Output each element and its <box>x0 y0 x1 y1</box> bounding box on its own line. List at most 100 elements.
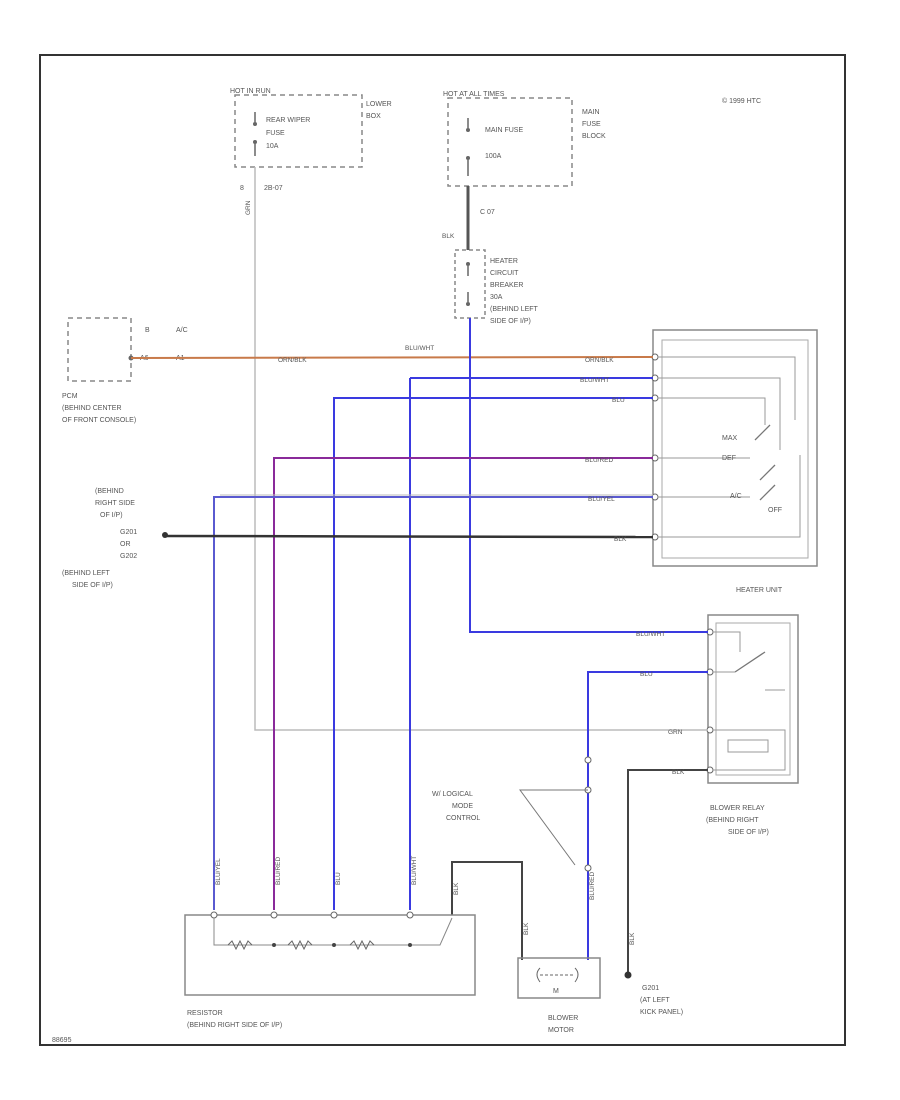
label-grn-top: GRN <box>245 200 252 215</box>
main-fuse-block-2: FUSE <box>582 121 601 128</box>
label-blk-2: BLK <box>672 769 685 776</box>
label-v-blu-red: BLU/RED <box>275 857 282 885</box>
label-blu-1: BLU <box>612 397 625 404</box>
heater-pos-max: MAX <box>722 435 738 442</box>
g201-ground-dot <box>624 971 632 979</box>
heater-unit-label: HEATER UNIT <box>736 587 783 594</box>
ground-line-3: OF I/P) <box>100 512 123 519</box>
label-v-blu-wht: BLU/WHT <box>411 856 418 885</box>
pcm-pin-b: B <box>145 327 150 334</box>
breaker-line-3: BREAKER <box>490 282 523 289</box>
mode-control: W/ LOGICAL MODE CONTROL <box>432 756 592 872</box>
blower-relay: BLOWER RELAY (BEHIND RIGHT SIDE OF I/P) <box>706 614 799 836</box>
rear-fuse-line-2: FUSE <box>266 130 285 137</box>
label-v-blk: BLK <box>453 882 460 895</box>
g201-line-3: KICK PANEL) <box>640 1009 683 1016</box>
main-fuse-conn: C 07 <box>480 209 495 216</box>
resistor: RESISTOR (BEHIND RIGHT SIDE OF I/P) <box>184 911 476 1029</box>
relay-line-3: SIDE OF I/P) <box>728 829 769 836</box>
label-grn: GRN <box>668 729 683 736</box>
figure-code: 88695 <box>52 1037 72 1044</box>
motor-line-2: MOTOR <box>548 1027 574 1034</box>
ground-line-7: (BEHIND LEFT <box>62 570 111 577</box>
main-fuse-line-2: 100A <box>485 153 502 160</box>
corner-note: © 1999 HTC <box>722 97 761 105</box>
heater-circuit-breaker: HEATER CIRCUIT BREAKER 30A (BEHIND LEFT … <box>454 249 539 325</box>
rear-fuse-pin: 8 <box>240 185 244 192</box>
label-v-blu: BLU <box>335 872 342 885</box>
rear-fuse-block-2: BOX <box>366 113 381 120</box>
mode-line-1: W/ LOGICAL <box>432 791 473 798</box>
wire-blu-red <box>273 457 653 910</box>
motor-symbol: M <box>553 988 559 995</box>
wire-blk-2 <box>627 769 708 975</box>
mode-line-2: MODE <box>452 803 473 810</box>
rear-fuse-conn: 2B-07 <box>264 185 283 192</box>
label-orn-blk-2: ORN/BLK <box>585 357 614 364</box>
heater-pos-def: DEF <box>722 455 736 462</box>
main-fuse-block-1: MAIN <box>582 109 600 116</box>
breaker-line-4: 30A <box>490 294 503 301</box>
wire-grn-rear <box>254 167 708 731</box>
rear-fuse-header: HOT IN RUN <box>230 88 271 95</box>
main-fuse: HOT AT ALL TIMES MAIN FUSE 100A MAIN FUS… <box>443 91 606 216</box>
label-blu-wht-2: BLU/WHT <box>580 377 609 384</box>
pcm-line-3: OF FRONT CONSOLE) <box>62 417 136 424</box>
heater-pos-off: OFF <box>768 507 782 514</box>
label-blu-wht: BLU/WHT <box>405 345 434 352</box>
wire-blu-yel <box>213 496 653 910</box>
main-fuse-header: HOT AT ALL TIMES <box>443 91 505 98</box>
g201-line-2: (AT LEFT <box>640 997 670 1004</box>
main-fuse-line-1: MAIN FUSE <box>485 127 523 134</box>
ground-left: (BEHIND RIGHT SIDE OF I/P) G201 OR G202 … <box>62 488 168 589</box>
pcm: B A/C A6 A1 PCM (BEHIND CENTER OF FRONT … <box>62 317 188 424</box>
motor-line-1: BLOWER <box>548 1015 578 1022</box>
label-orn-blk: ORN/BLK <box>278 357 307 364</box>
resistor-line-2: (BEHIND RIGHT SIDE OF I/P) <box>187 1022 282 1029</box>
label-v-blk-4: BLK <box>629 932 636 945</box>
g201-line-1: G201 <box>642 985 659 992</box>
label-v-blk-3: BLK <box>523 922 530 935</box>
rear-fuse-line-1: REAR WIPER <box>266 117 310 124</box>
pcm-line-1: PCM <box>62 393 78 400</box>
breaker-line-2: CIRCUIT <box>490 270 519 277</box>
ground-line-1: (BEHIND <box>95 488 124 495</box>
wire-blk-ground <box>164 534 654 539</box>
mode-line-3: CONTROL <box>446 815 480 822</box>
resistor-line-1: RESISTOR <box>187 1010 223 1017</box>
pcm-line-2: (BEHIND CENTER <box>62 405 122 412</box>
label-v-blu-red-2: BLU/RED <box>589 872 596 900</box>
wire-blu-1 <box>333 397 653 910</box>
ground-line-2: RIGHT SIDE <box>95 500 135 507</box>
wire-blk-3 <box>451 861 523 960</box>
relay-line-1: BLOWER RELAY <box>710 805 765 812</box>
pcm-pin-ac: A/C <box>176 327 188 334</box>
label-v-blu-yel: BLU/YEL <box>215 858 222 885</box>
wire-blu-wht-main <box>469 318 708 633</box>
label-blu-yel: BLU/YEL <box>588 496 615 503</box>
ground-line-6: G202 <box>120 553 137 560</box>
label-blu-2: BLU <box>640 671 653 678</box>
main-fuse-block-3: BLOCK <box>582 133 606 140</box>
label-blk-top: BLK <box>442 233 455 240</box>
relay-line-2: (BEHIND RIGHT <box>706 817 759 824</box>
breaker-line-6: SIDE OF I/P) <box>490 318 531 325</box>
ground-line-4: G201 <box>120 529 137 536</box>
blower-motor: M BLOWER MOTOR <box>517 957 601 1034</box>
heater-unit: MAX DEF A/C OFF HEATER UNIT <box>651 329 818 594</box>
label-blu-red: BLU/RED <box>585 457 613 464</box>
rear-fuse-block-1: LOWER <box>366 101 392 108</box>
rear-wiper-fuse: HOT IN RUN REAR WIPER FUSE 10A LOWER BOX… <box>230 88 392 192</box>
g201-label: G201 (AT LEFT KICK PANEL) <box>640 985 683 1016</box>
label-blu-wht-3: BLU/WHT <box>636 631 665 638</box>
ground-line-8: SIDE OF I/P) <box>72 582 113 589</box>
diagram-frame <box>39 54 846 1046</box>
wire-orn-blk <box>130 356 654 359</box>
wire-blu-2 <box>587 671 708 960</box>
rear-fuse-line-3: 10A <box>266 143 279 150</box>
breaker-line-5: (BEHIND LEFT <box>490 306 539 313</box>
breaker-line-1: HEATER <box>490 258 518 265</box>
ground-line-5: OR <box>120 541 131 548</box>
heater-pos-ac: A/C <box>730 493 742 500</box>
